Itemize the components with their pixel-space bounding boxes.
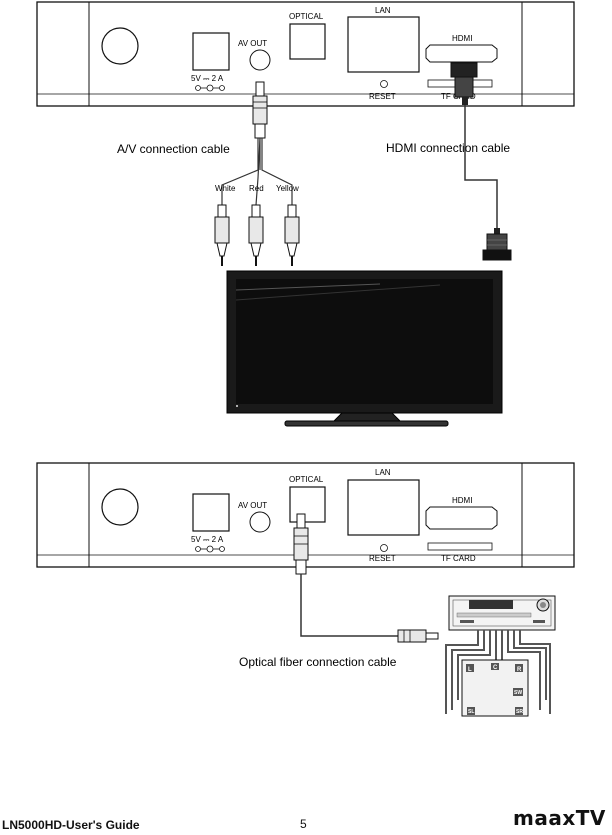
optical-label-1: OPTICAL [289, 12, 324, 21]
optical-cable-label: Optical fiber connection cable [239, 655, 397, 669]
av-cable-wires [221, 137, 293, 206]
hdmi-cable-wire [464, 105, 498, 228]
hdmi-cable-label: HDMI connection cable [386, 141, 510, 155]
hdmi-port-1 [425, 44, 498, 63]
tv-icon [226, 270, 503, 427]
av-receiver-icon [448, 595, 556, 631]
page-number: 5 [300, 817, 307, 831]
round-port-2 [101, 488, 139, 526]
power-port-2 [192, 493, 230, 532]
lan-port-1 [347, 16, 420, 73]
hdmi-plug-top-icon [450, 62, 478, 105]
speaker-sl-label: SL [468, 709, 474, 715]
rca-red-label: Red [249, 184, 264, 193]
tf-card-slot-2 [427, 542, 493, 551]
speaker-sr-label: SR [516, 709, 523, 715]
reset-label-1: RESET [369, 92, 396, 101]
av-out-port-1 [249, 49, 271, 71]
power-label-2: 5V ⎓ 2 A [191, 535, 224, 544]
brand-logo: maaxTV [513, 806, 606, 830]
polarity-icon-2 [195, 545, 225, 553]
guide-title: LN5000HD-User's Guide [2, 818, 140, 832]
optical-plug-receiver-icon [397, 629, 439, 643]
speaker-wires [445, 630, 551, 714]
lan-port-2 [347, 479, 420, 536]
speaker-l-label: L [468, 667, 472, 673]
device-panel-1: 5V ⎓ 2 A AV OUT OPTICAL LAN RESET HDMI T… [36, 1, 575, 107]
lan-label-1: LAN [375, 6, 391, 15]
tf-card-label-2: TF CARD [441, 554, 476, 563]
lan-label-2: LAN [375, 468, 391, 477]
rca-plug-red-icon [248, 204, 264, 266]
rca-plug-yellow-icon [284, 204, 300, 266]
power-port-1 [192, 32, 230, 71]
power-label-1: 5V ⎓ 2 A [191, 74, 224, 83]
round-port-1 [101, 27, 139, 65]
optical-plug-icon [293, 513, 309, 575]
reset-button-2 [380, 544, 388, 552]
hdmi-plug-bottom-icon [482, 228, 512, 261]
reset-label-2: RESET [369, 554, 396, 563]
av-out-label-2: AV OUT [238, 501, 267, 510]
av-plug-icon [252, 81, 268, 139]
rca-plug-white-icon [214, 204, 230, 266]
rca-white-label: White [215, 184, 236, 193]
optical-port-1 [289, 23, 326, 60]
av-out-label-1: AV OUT [238, 39, 267, 48]
hdmi-label-2: HDMI [452, 496, 472, 505]
av-out-port-2 [249, 511, 271, 533]
speaker-sw-label: SW [514, 690, 522, 696]
polarity-icon-1 [195, 84, 225, 92]
rca-yellow-label: Yellow [276, 184, 299, 193]
speaker-c-label: C [493, 665, 498, 671]
speaker-layout-icon: L C R SW SL SR [461, 659, 529, 717]
av-cable-label: A/V connection cable [117, 142, 230, 156]
speaker-r-label: R [517, 667, 522, 673]
optical-label-2: OPTICAL [289, 475, 324, 484]
optical-port-2 [289, 486, 326, 523]
reset-button-1 [380, 80, 388, 88]
optical-cable-wire [300, 574, 398, 637]
hdmi-label-1: HDMI [452, 34, 472, 43]
hdmi-port-2 [425, 506, 498, 530]
